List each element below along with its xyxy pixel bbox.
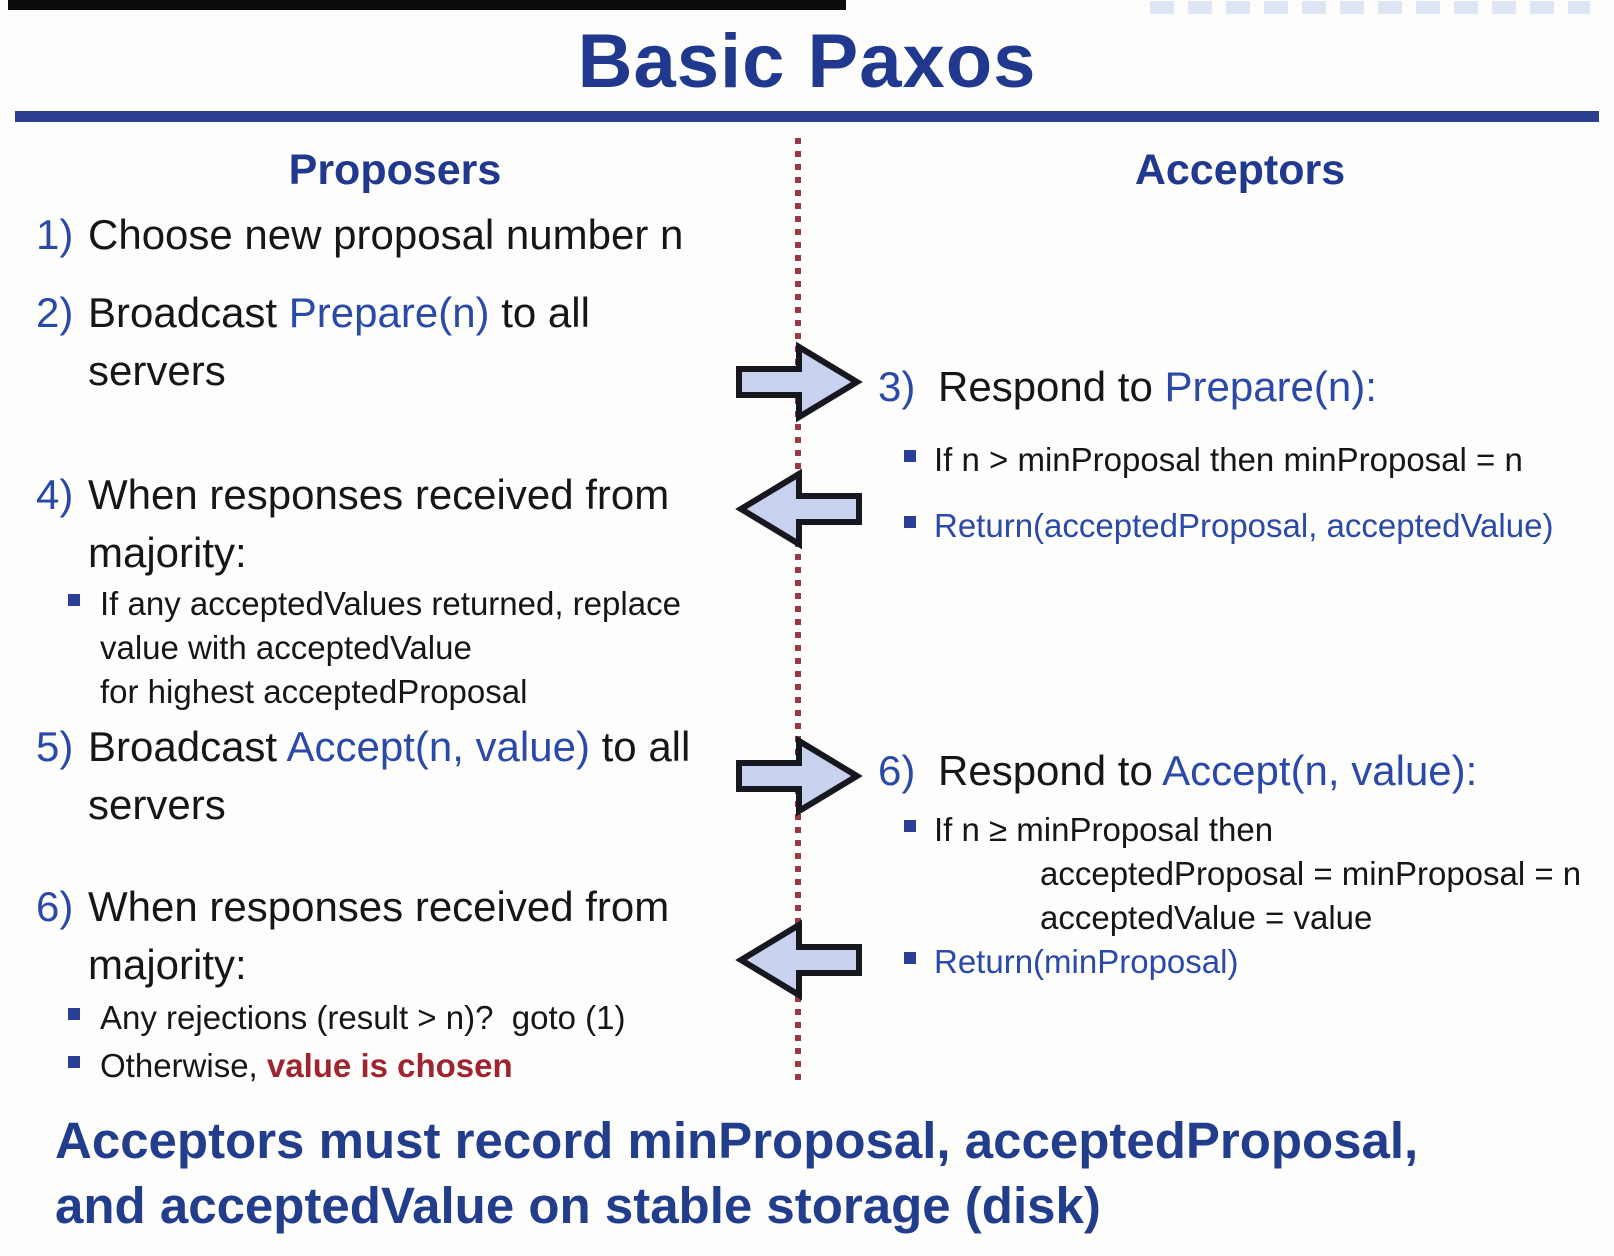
proposer-acceptor-divider <box>795 138 801 1082</box>
footer-note: Acceptors must record minProposal, accep… <box>55 1108 1614 1238</box>
arrow-right-icon <box>736 341 863 423</box>
proposer-step-6: 6) When responses received from majority… <box>36 878 756 994</box>
bullet-square-icon <box>68 594 80 606</box>
bullet-square-icon <box>904 820 916 832</box>
item-number: 2) <box>36 289 74 336</box>
item-number: 6) <box>878 747 916 794</box>
text-plain: majority: <box>88 529 247 576</box>
text-plain: value with acceptedValue <box>100 629 472 666</box>
bullet-text: If n > minProposal then minProposal = n <box>934 441 1523 478</box>
text-plain: acceptedValue = value <box>1040 899 1373 936</box>
proposer-step-4-bullet: If any acceptedValues returned, replace … <box>68 582 768 714</box>
arrow-left-icon <box>735 468 862 550</box>
proposer-step-6-bullet-2: Otherwise, value is chosen <box>68 1044 768 1088</box>
text-plain: When responses received from <box>88 471 670 518</box>
bullet-text: Return(minProposal) <box>934 943 1239 980</box>
bullet-square-icon <box>904 952 916 964</box>
step-text: Broadcast Prepare(n) to all servers <box>88 284 756 400</box>
step-text: Respond to Prepare(n): <box>938 358 1608 416</box>
value-chosen-emphasis: value is chosen <box>266 1047 513 1084</box>
acceptors-header: Acceptors <box>1134 146 1346 194</box>
bullet-square-icon <box>68 1008 80 1020</box>
text-message-name: Accept(n, value) <box>286 723 590 770</box>
footer-line-2: and acceptedValue on stable storage (dis… <box>55 1177 1101 1234</box>
proposer-step-4: 4) When responses received from majority… <box>36 466 756 582</box>
acceptor-step-3-bullet-2: Return(acceptedProposal, acceptedValue) <box>904 504 1614 548</box>
step-text: Respond to Accept(n, value): <box>938 742 1608 800</box>
item-number: 5) <box>36 723 74 770</box>
item-number: 6) <box>36 883 74 930</box>
text-plain: Broadcast <box>88 289 289 336</box>
text-plain: to all <box>589 723 691 770</box>
arrow-right-icon <box>736 735 863 817</box>
bullet-text: If any acceptedValues returned, replace … <box>100 582 768 714</box>
bullet-text: Otherwise, value is chosen <box>100 1044 768 1088</box>
item-number: 1) <box>36 211 74 258</box>
text-plain: acceptedProposal = minProposal = n <box>1040 855 1582 892</box>
acceptor-step-6-bullet-1: If n ≥ minProposal then acceptedProposal… <box>904 808 1614 940</box>
text-plain: If any acceptedValues returned, replace <box>100 585 681 622</box>
text-message-name: Accept(n, value): <box>1162 747 1478 794</box>
proposer-step-5: 5) Broadcast Accept(n, value) to all ser… <box>36 718 756 834</box>
bullet-square-icon <box>904 516 916 528</box>
text-plain: for highest acceptedProposal <box>100 673 528 710</box>
proposer-step-2: 2) Broadcast Prepare(n) to all servers <box>36 284 756 400</box>
text-plain: majority: <box>88 941 247 988</box>
acceptor-step-3-bullet-1: If n > minProposal then minProposal = n <box>904 438 1614 482</box>
bullet-text: Return(acceptedProposal, acceptedValue) <box>934 507 1554 544</box>
step-text: When responses received from majority: <box>88 466 756 582</box>
top-letterbox-bar <box>8 0 846 10</box>
step-text: When responses received from majority: <box>88 878 756 994</box>
bullet-text: Any rejections (result > n)? goto (1) <box>100 999 626 1036</box>
step-text: Broadcast Accept(n, value) to all server… <box>88 718 756 834</box>
text-plain: Respond to <box>938 747 1163 794</box>
item-number: 3) <box>878 363 916 410</box>
bullet-square-icon <box>68 1056 80 1068</box>
item-number: 4) <box>36 471 74 518</box>
title-underline <box>15 111 1599 122</box>
page-title: Basic Paxos <box>577 19 1037 104</box>
acceptor-step-6: 6) Respond to Accept(n, value): <box>878 742 1608 800</box>
text-plain: servers <box>88 781 226 828</box>
proposer-step-1: 1) Choose new proposal number n <box>36 206 756 264</box>
proposers-header: Proposers <box>288 146 502 194</box>
text-message-name: Prepare(n) <box>288 289 490 336</box>
text-plain: Broadcast <box>88 723 287 770</box>
step-text: Choose new proposal number n <box>88 211 684 258</box>
cropped-text-artifact <box>1150 1 1590 14</box>
text-plain: Otherwise, <box>100 1047 267 1084</box>
text-plain: Respond to <box>938 363 1165 410</box>
arrow-left-icon <box>735 919 862 1001</box>
acceptor-step-3: 3) Respond to Prepare(n): <box>878 358 1608 416</box>
proposer-step-6-bullet-1: Any rejections (result > n)? goto (1) <box>68 996 768 1040</box>
text-plain: If n ≥ minProposal then <box>934 811 1274 848</box>
footer-line-1: Acceptors must record minProposal, accep… <box>55 1112 1419 1169</box>
bullet-text: If n ≥ minProposal then acceptedProposal… <box>934 808 1614 940</box>
acceptor-step-6-bullet-2: Return(minProposal) <box>904 940 1614 984</box>
bullet-square-icon <box>904 450 916 462</box>
text-plain: servers <box>88 347 226 394</box>
text-plain: to all <box>489 289 590 336</box>
text-plain: When responses received from <box>88 883 670 930</box>
text-message-name: Prepare(n): <box>1164 363 1377 410</box>
